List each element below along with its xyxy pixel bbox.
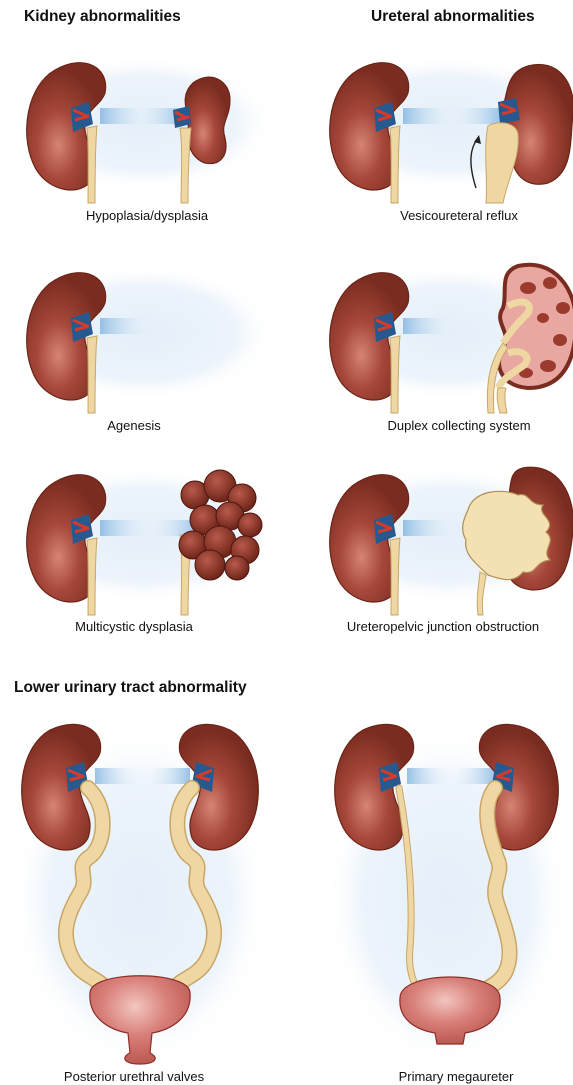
caption-hypoplasia: Hypoplasia/dysplasia bbox=[86, 208, 208, 223]
caption-vur: Vesicoureteral reflux bbox=[400, 208, 518, 223]
upj-illustration bbox=[318, 450, 573, 615]
duplex-illustration bbox=[318, 248, 573, 413]
megaureter-illustration bbox=[325, 708, 570, 1068]
agenesis-illustration bbox=[15, 248, 275, 413]
caption-upj: Ureteropelvic junction obstruction bbox=[347, 619, 539, 634]
caption-mcdk: Multicystic dysplasia bbox=[75, 619, 193, 634]
caption-agenesis: Agenesis bbox=[107, 418, 160, 433]
caption-megaureter: Primary megaureter bbox=[399, 1069, 514, 1084]
caption-puv: Posterior urethral valves bbox=[64, 1069, 204, 1084]
vur-illustration bbox=[318, 38, 573, 203]
caption-duplex: Duplex collecting system bbox=[387, 418, 530, 433]
lower-tract-section-title: Lower urinary tract abnormality bbox=[14, 679, 247, 697]
kidney-section-title: Kidney abnormalities bbox=[24, 8, 181, 26]
mcdk-illustration bbox=[15, 450, 275, 615]
hypoplasia-illustration bbox=[15, 38, 275, 203]
puv-illustration bbox=[10, 708, 270, 1068]
ureteral-section-title: Ureteral abnormalities bbox=[371, 8, 535, 26]
